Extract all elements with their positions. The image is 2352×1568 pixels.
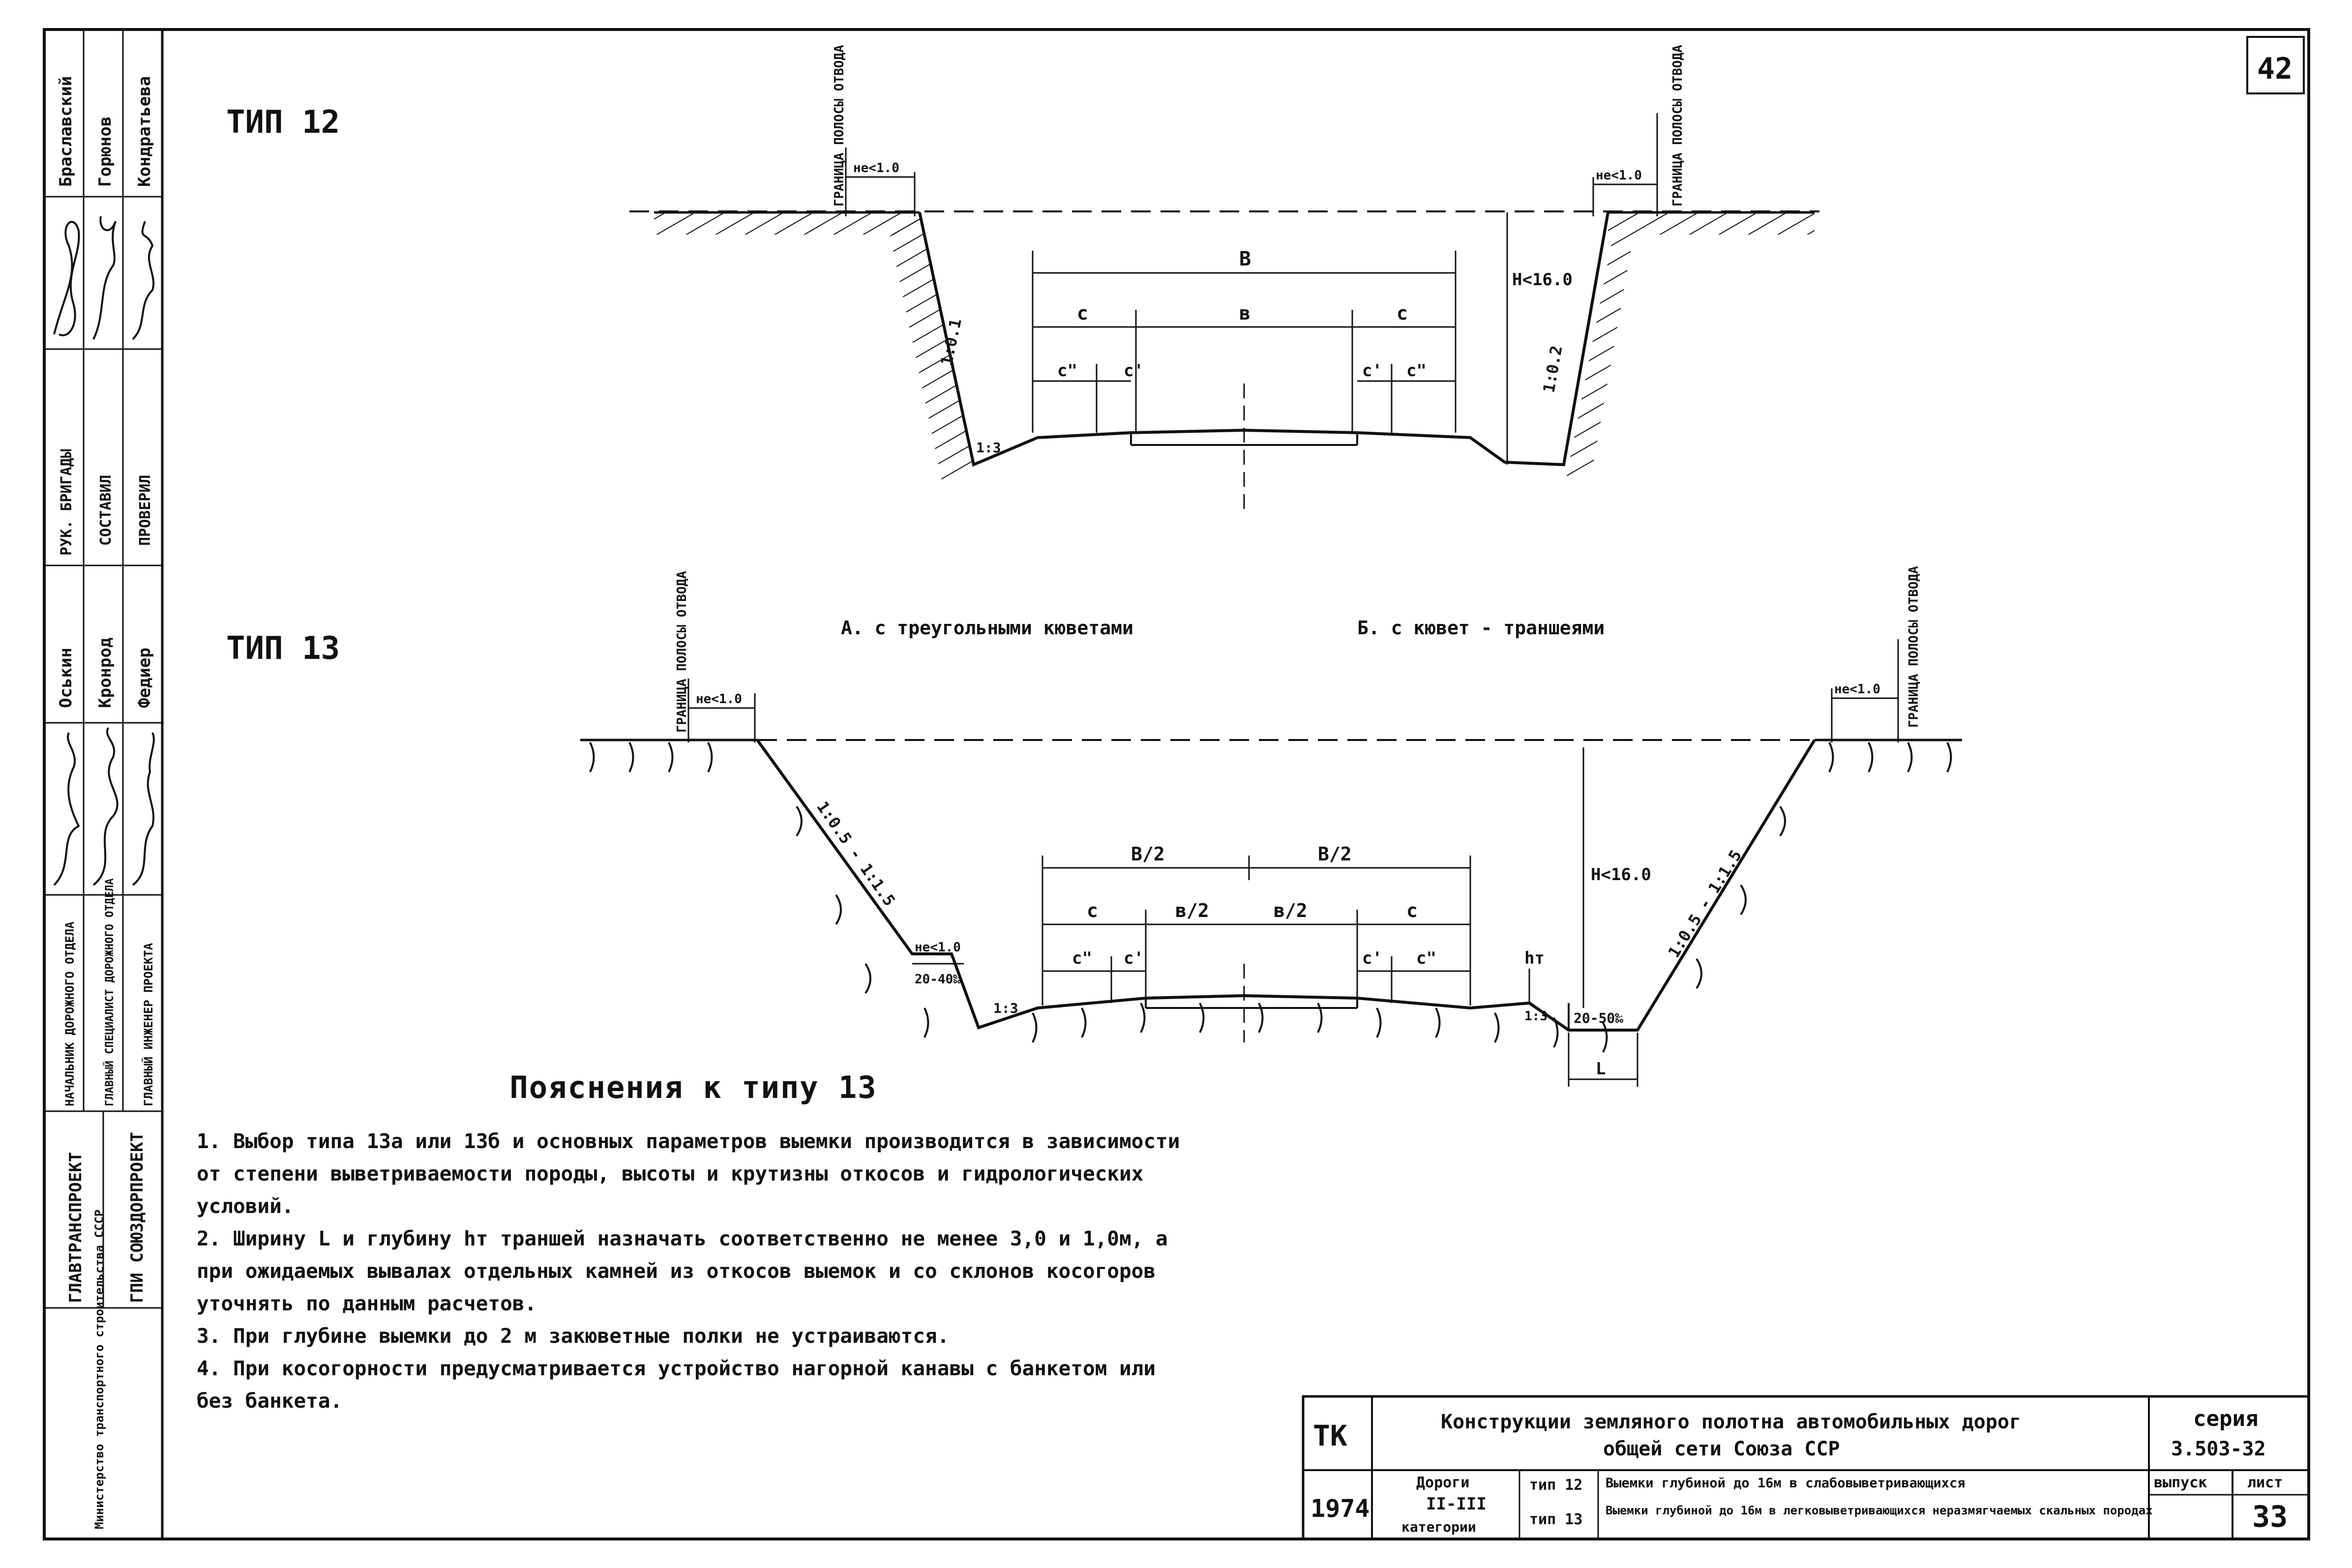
type13-trench-grade: 20-50‰ bbox=[1574, 1010, 1623, 1026]
type12-label: ТИП 12 bbox=[226, 104, 340, 141]
sidebar-org2: ГЛАВТРАНСПРОЕКТ bbox=[66, 1152, 86, 1303]
type12-slope-hatch-left bbox=[890, 212, 974, 492]
type13-trench-depth: hт bbox=[1524, 948, 1545, 968]
tb-series-label: серия bbox=[2193, 1406, 2258, 1431]
type13-left-boundary: ГРАНИЦА ПОЛОСЫ ОТВОДА bbox=[675, 571, 689, 733]
sidebar-name2: Кронрод bbox=[95, 638, 115, 708]
sidebar-role4: РУК. БРИГАДЫ bbox=[58, 449, 75, 556]
type12-section: ТИП 12 В с в с с" с' с' с" Н bbox=[226, 45, 1819, 511]
sidebar-name3: Федиер bbox=[135, 648, 154, 708]
signature-6 bbox=[132, 732, 155, 886]
type13-c-left: с bbox=[1087, 900, 1098, 921]
type13-berm-grade: 20-40‰ bbox=[915, 972, 961, 987]
tb-roads-category: II-III bbox=[1426, 1494, 1487, 1514]
type13-variant-b: Б. с кювет - траншеями bbox=[1357, 617, 1605, 639]
sidebar-org1: Министерство транспортного строительства… bbox=[92, 1210, 106, 1529]
tb-desc12: Выемки глубиной до 16м в слабовыветриваю… bbox=[1606, 1476, 1965, 1491]
type12-ditch-slope: 1:3 bbox=[976, 440, 1001, 456]
type13-half-b-left: в/2 bbox=[1175, 900, 1209, 921]
type12-cut-profile bbox=[918, 212, 1609, 467]
sidebar-stamp: Браславский Горюнов Кондратьева РУК. БРИ… bbox=[44, 30, 162, 1529]
type12-c-left: с bbox=[1077, 302, 1088, 324]
type12-left-boundary: ГРАНИЦА ПОЛОСЫ ОТВОДА bbox=[832, 45, 847, 207]
type12-right-boundary: ГРАНИЦА ПОЛОСЫ ОТВОДА bbox=[1670, 45, 1685, 207]
sidebar-org3: ГПИ СОЮЗДОРПРОЕКТ bbox=[127, 1132, 147, 1303]
type13-trench-width: L bbox=[1596, 1059, 1606, 1079]
note-item-2: 2. Ширину L и глубину hт траншей назнача… bbox=[197, 1227, 1168, 1315]
type12-right-min: не<1.0 bbox=[1596, 168, 1642, 183]
tb-title-line2: общей сети Союза ССР bbox=[1603, 1438, 1840, 1460]
type13-ditch-slope: 1:3 bbox=[993, 1000, 1018, 1016]
type12-left-min: не<1.0 bbox=[853, 161, 899, 176]
outer-frame bbox=[43, 28, 2310, 1540]
sheet-number-box bbox=[2246, 36, 2305, 94]
title-block: ТК 1974 Конструкции земляного полотна ав… bbox=[1302, 1395, 2310, 1540]
sidebar-name1: Оськин bbox=[56, 648, 76, 708]
type13-section: ТИП 13 А. с треугольными кюветами Б. с к… bbox=[226, 566, 1967, 1087]
type12-c2-right: с" bbox=[1406, 361, 1427, 381]
type13-c1-right: с' bbox=[1362, 948, 1382, 968]
sidebar-role6: ПРОВЕРИЛ bbox=[137, 475, 154, 546]
type12-slope-right: 1:0.2 bbox=[1539, 344, 1566, 394]
type13-half-B-left: В/2 bbox=[1131, 843, 1165, 865]
type12-height: Н<16.0 bbox=[1512, 270, 1573, 290]
type13-c1-left: с' bbox=[1124, 948, 1144, 968]
signature-3 bbox=[132, 221, 155, 340]
type13-left-min: не<1.0 bbox=[696, 692, 742, 707]
type13-c2-left: с" bbox=[1072, 948, 1092, 968]
type13-notes: Пояснения к типу 13 1. Выбор типа 13а ил… bbox=[197, 1069, 1190, 1417]
sidebar-role5: СОСТАВИЛ bbox=[97, 475, 115, 546]
tb-sheet-value: 33 bbox=[2252, 1500, 2288, 1534]
type13-c2-right: с" bbox=[1416, 948, 1436, 968]
sidebar-role1: НАЧАЛЬНИК ДОРОЖНОГО ОТДЕЛА bbox=[63, 921, 77, 1106]
type13-right-min: не<1.0 bbox=[1834, 682, 1880, 697]
type12-ground-hatch-left bbox=[654, 212, 920, 235]
type13-slope-right: 1:0.5 - 1:1.5 bbox=[1665, 847, 1746, 961]
tb-code: ТК bbox=[1313, 1419, 1347, 1452]
type13-label: ТИП 13 bbox=[226, 630, 340, 667]
type12-ground-hatch-right bbox=[1608, 212, 1815, 235]
tb-series-value: 3.503-32 bbox=[2171, 1438, 2266, 1460]
type12-c1-right: с' bbox=[1362, 361, 1382, 381]
type13-slope-left: 1:0.5 - 1:1.5 bbox=[813, 798, 899, 910]
sidebar-name4: Браславский bbox=[56, 76, 76, 187]
signature-4 bbox=[53, 732, 80, 886]
type13-half-b-right: в/2 bbox=[1274, 900, 1308, 921]
type13-variant-a: А. с треугольными кюветами bbox=[841, 617, 1133, 639]
type12-c2-left: с" bbox=[1057, 361, 1077, 381]
signature-2 bbox=[92, 216, 117, 340]
type13-c-right: с bbox=[1406, 900, 1418, 921]
tb-roads-label: Дороги bbox=[1416, 1474, 1469, 1491]
note-item-3: 3. При глубине выемки до 2 м закюветные … bbox=[197, 1324, 950, 1348]
tb-roads-suffix: категории bbox=[1401, 1519, 1476, 1535]
notes-title: Пояснения к типу 13 bbox=[509, 1069, 877, 1105]
tb-type13: тип 13 bbox=[1529, 1511, 1582, 1528]
type12-slope-hatch-right bbox=[1564, 212, 1637, 492]
sidebar-role2: ГЛАВНЫЙ СПЕЦИАЛИСТ ДОРОЖНОГО ОТДЕЛА bbox=[103, 878, 116, 1106]
tb-title-line1: Конструкции земляного полотна автомобиль… bbox=[1441, 1411, 2021, 1433]
note-item-1: 1. Выбор типа 13а или 13б и основных пар… bbox=[197, 1129, 1180, 1218]
type13-height: Н<16.0 bbox=[1591, 865, 1651, 885]
tb-type12: тип 12 bbox=[1529, 1477, 1582, 1494]
tb-year: 1974 bbox=[1310, 1494, 1370, 1523]
tb-desc13: Выемки глубиной до 16м в легковыветриваю… bbox=[1606, 1504, 2153, 1517]
sidebar-name5: Горюнов bbox=[95, 117, 115, 187]
tb-sheet-label: лист bbox=[2247, 1474, 2283, 1491]
type12-c-right: с bbox=[1397, 302, 1408, 324]
sidebar-role3: ГЛАВНЫЙ ИНЖЕНЕР ПРОЕКТА bbox=[141, 943, 155, 1106]
type13-right-boundary: ГРАНИЦА ПОЛОСЫ ОТВОДА bbox=[1906, 566, 1921, 728]
note-item-4: 4. При косогорности предусматривается ус… bbox=[197, 1357, 1156, 1413]
sheet-number: 42 bbox=[2257, 52, 2292, 86]
type13-berm-min: не<1.0 bbox=[915, 940, 961, 955]
sidebar-name6: Кондратьева bbox=[135, 76, 154, 187]
type12-width-B: В bbox=[1239, 248, 1251, 270]
signature-5 bbox=[92, 727, 119, 886]
type12-c1-left: с' bbox=[1124, 361, 1144, 381]
type13-trench-slope: 1:3 bbox=[1524, 1009, 1548, 1024]
type12-width-b: в bbox=[1239, 302, 1250, 324]
tb-issue-label: выпуск bbox=[2154, 1474, 2207, 1491]
signature-1 bbox=[53, 221, 80, 336]
type13-half-B-right: В/2 bbox=[1318, 843, 1352, 865]
